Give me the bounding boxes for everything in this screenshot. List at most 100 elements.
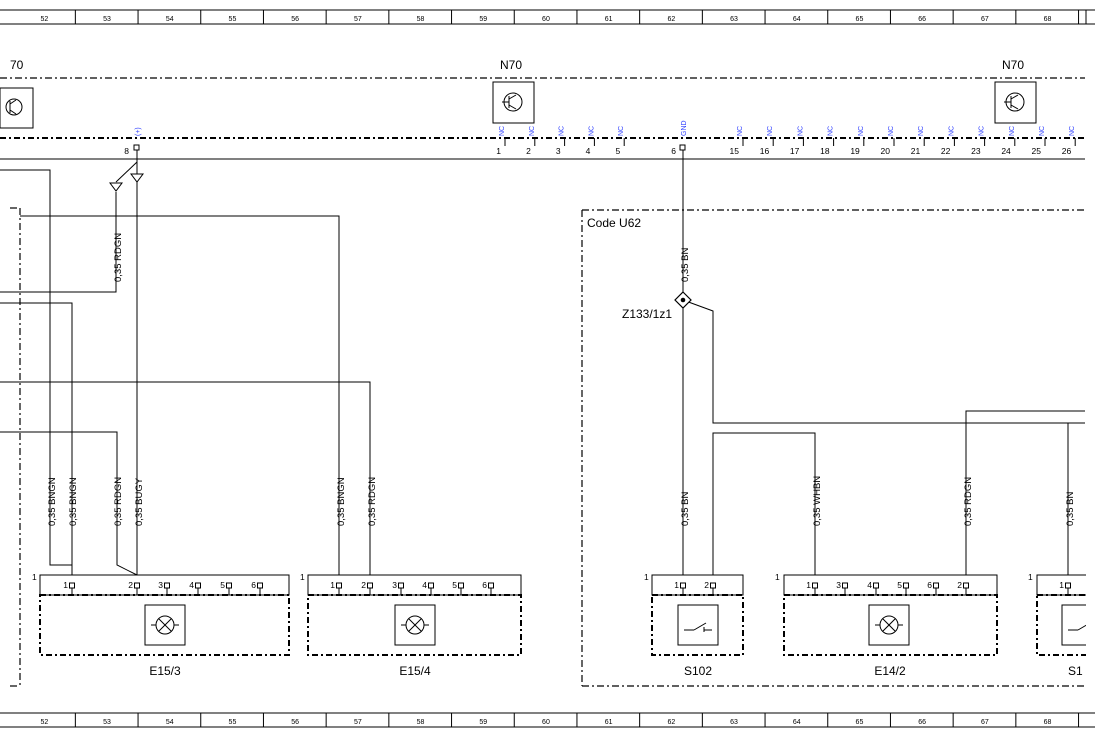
pin-number: 17 — [790, 146, 800, 156]
ruler-label: 62 — [667, 16, 675, 23]
pin-number: 1 — [330, 580, 335, 590]
pin-number: 18 — [820, 146, 830, 156]
ruler-label: 57 — [354, 16, 362, 23]
transistor-icon — [994, 81, 1037, 124]
pin-number: 1 — [1059, 580, 1064, 590]
ruler-label: 55 — [229, 16, 237, 23]
pin-number: 1 — [674, 580, 679, 590]
pin-number: 2 — [526, 146, 531, 156]
pin-label: NC — [1039, 126, 1046, 136]
connector-number: 1 — [644, 572, 649, 582]
component-s1: 1 S1 1 — [1028, 572, 1095, 678]
pin-label: NC — [828, 126, 835, 136]
ruler-label: 61 — [605, 719, 613, 726]
wire-label: 0,35 BN — [1065, 492, 1076, 526]
pin-socket — [226, 582, 232, 589]
bottom-ruler: 525354555657585960616263646566676869 — [0, 712, 1095, 728]
pin-number: 4 — [422, 580, 427, 590]
wire-label: 0,35 RDGN — [113, 233, 124, 282]
pin-socket — [933, 582, 939, 589]
pin-socket — [134, 582, 140, 589]
pin-number: 5 — [452, 580, 457, 590]
pin-socket — [195, 582, 201, 589]
ruler-label: 63 — [730, 719, 738, 726]
pin-socket — [458, 582, 464, 589]
connector-number: 1 — [1028, 572, 1033, 582]
pin-number: 2 — [361, 580, 366, 590]
pin-label: GND — [681, 120, 688, 136]
pin-socket — [69, 582, 75, 589]
pin-socket — [398, 582, 404, 589]
pin-number: 24 — [1001, 146, 1011, 156]
top-ruler: 525354555657585960616263646566676869 — [0, 9, 1095, 25]
pin-number: 21 — [911, 146, 921, 156]
pin-number: 6 — [482, 580, 487, 590]
pin-number: 22 — [941, 146, 951, 156]
pin-label: NC — [948, 126, 955, 136]
pin-socket — [164, 582, 170, 589]
pin-number: 4 — [867, 580, 872, 590]
ruler-label: 54 — [166, 16, 174, 23]
pin-socket — [842, 582, 848, 589]
module-label-n70-right: N70 — [1002, 58, 1024, 72]
pin-label: NC — [529, 126, 536, 136]
ruler-label: 53 — [103, 719, 111, 726]
ruler-label: 60 — [542, 719, 550, 726]
wire-label: 0,35 WHBN — [812, 476, 823, 526]
code-u62-frame — [581, 209, 1085, 687]
wire-label: 0,35 RDGN — [113, 477, 124, 526]
module-frame — [0, 77, 1085, 160]
ruler-label: 55 — [229, 719, 237, 726]
module-label-n70-mid: N70 — [500, 58, 522, 72]
ruler-label: 52 — [40, 16, 48, 23]
transistor-icon — [492, 81, 535, 124]
pin-socket — [812, 582, 818, 589]
ruler-label: 63 — [730, 16, 738, 23]
component-name: S102 — [684, 664, 712, 678]
pin-label: NC — [1009, 126, 1016, 136]
transistor-icon — [0, 87, 34, 129]
component-name: E15/3 — [149, 664, 181, 678]
lamp-icon — [151, 615, 179, 635]
wire-label: 0,35 BNGN — [47, 477, 58, 526]
pin-number: 5 — [615, 146, 620, 156]
pin-label: (+) — [135, 127, 142, 136]
pin-number: 3 — [556, 146, 561, 156]
pin-socket — [488, 582, 494, 589]
pin-label: NC — [499, 126, 506, 136]
wire-label: 0,35 BNGN — [336, 477, 347, 526]
ruler-label: 64 — [793, 16, 801, 23]
ruler-label: 66 — [918, 719, 926, 726]
ruler-label: 68 — [1044, 719, 1052, 726]
connector-number: 1 — [32, 572, 37, 582]
switch-icon — [684, 622, 712, 632]
ruler-label: 67 — [981, 719, 989, 726]
pin-number: 4 — [586, 146, 591, 156]
pin-number: 5 — [897, 580, 902, 590]
pin-socket — [963, 582, 969, 589]
pin-number: 2 — [128, 580, 133, 590]
ruler-label: 58 — [417, 719, 425, 726]
ruler-label: 56 — [291, 16, 299, 23]
ruler-label: 64 — [793, 719, 801, 726]
ruler-label: 67 — [981, 16, 989, 23]
pin-socket — [680, 582, 686, 589]
pin-label: NC — [918, 126, 925, 136]
pin-label: NC — [767, 126, 774, 136]
module-label-left: 70 — [10, 58, 24, 72]
pin-socket — [903, 582, 909, 589]
wire-label: 0,35 BNGN — [68, 477, 79, 526]
splice-label: Z133/1z1 — [622, 307, 672, 321]
pin-label: NC — [618, 126, 625, 136]
ruler-label: 59 — [479, 16, 487, 23]
edge-mask — [1086, 30, 1095, 710]
pin-number: 8 — [124, 146, 129, 156]
pin-label: NC — [559, 126, 566, 136]
pin-number: 1 — [496, 146, 501, 156]
pin-label: NC — [737, 126, 744, 136]
pin-label: NC — [888, 126, 895, 136]
pin-label: NC — [858, 126, 865, 136]
